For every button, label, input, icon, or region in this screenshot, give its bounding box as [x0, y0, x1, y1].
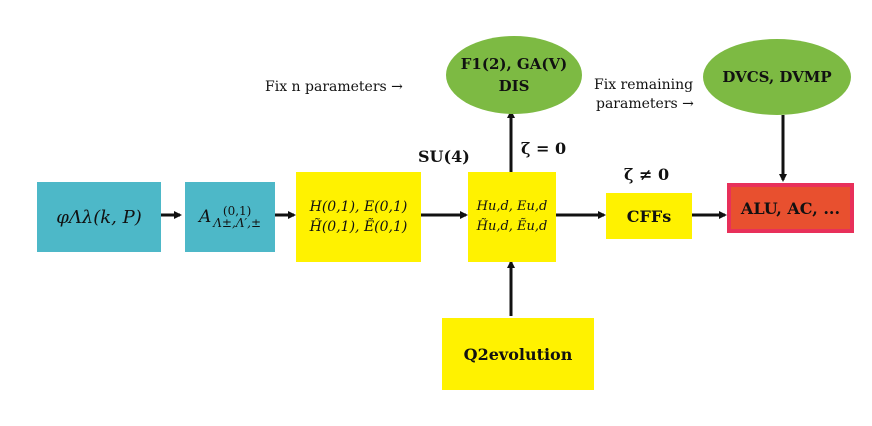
- dis-label: DIS: [498, 77, 530, 95]
- fix-n-label: Fix n parameters →: [265, 79, 403, 95]
- observables-box: ALU, AC, ...: [727, 183, 854, 233]
- gpdud-line1: Hu,d, Eu,d: [476, 199, 548, 214]
- observables-label: ALU, AC, ...: [740, 198, 841, 218]
- gpdud-line2: H̃u,d, Ẽu,d: [476, 219, 548, 234]
- zeta-zero-label: ζ = 0: [521, 139, 567, 158]
- amplitude-main: A: [198, 207, 212, 227]
- gpdud-box: Hu,d, Eu,d H̃u,d, Ẽu,d: [468, 172, 556, 262]
- gpd01-line1: H(0,1), E(0,1): [309, 199, 408, 215]
- fix-remaining-label-1: Fix remaining: [594, 77, 694, 93]
- q2-evolution-box: Q2evolution: [442, 318, 594, 390]
- su4-label: SU(4): [418, 147, 470, 166]
- amplitude-sup: (0,1): [222, 204, 252, 218]
- phi-box: φΛλ(k, P): [37, 182, 161, 252]
- cffs-label: CFFs: [626, 206, 672, 226]
- zeta-nonzero-label: ζ ≠ 0: [624, 165, 670, 184]
- form-factors-ellipse: F1(2), GA(V) DIS: [446, 36, 582, 114]
- dvcs-label: DVCS, DVMP: [722, 68, 832, 86]
- fix-remaining-label-2: parameters →: [596, 96, 694, 112]
- cffs-box: CFFs: [606, 193, 692, 239]
- dvcs-ellipse: DVCS, DVMP: [703, 39, 851, 115]
- amplitude-box: A (0,1) Λ±,Λ′,±: [185, 182, 275, 252]
- gpd01-line2: H̃(0,1), Ẽ(0,1): [309, 219, 408, 235]
- phi-label: φΛλ(k, P): [56, 206, 142, 228]
- form-factors-line1: F1(2), GA(V): [460, 55, 568, 73]
- q2-evolution-label: Q2evolution: [463, 344, 573, 364]
- gpd01-box: H(0,1), E(0,1) H̃(0,1), Ẽ(0,1): [296, 172, 421, 262]
- amplitude-sub: Λ±,Λ′,±: [213, 216, 262, 230]
